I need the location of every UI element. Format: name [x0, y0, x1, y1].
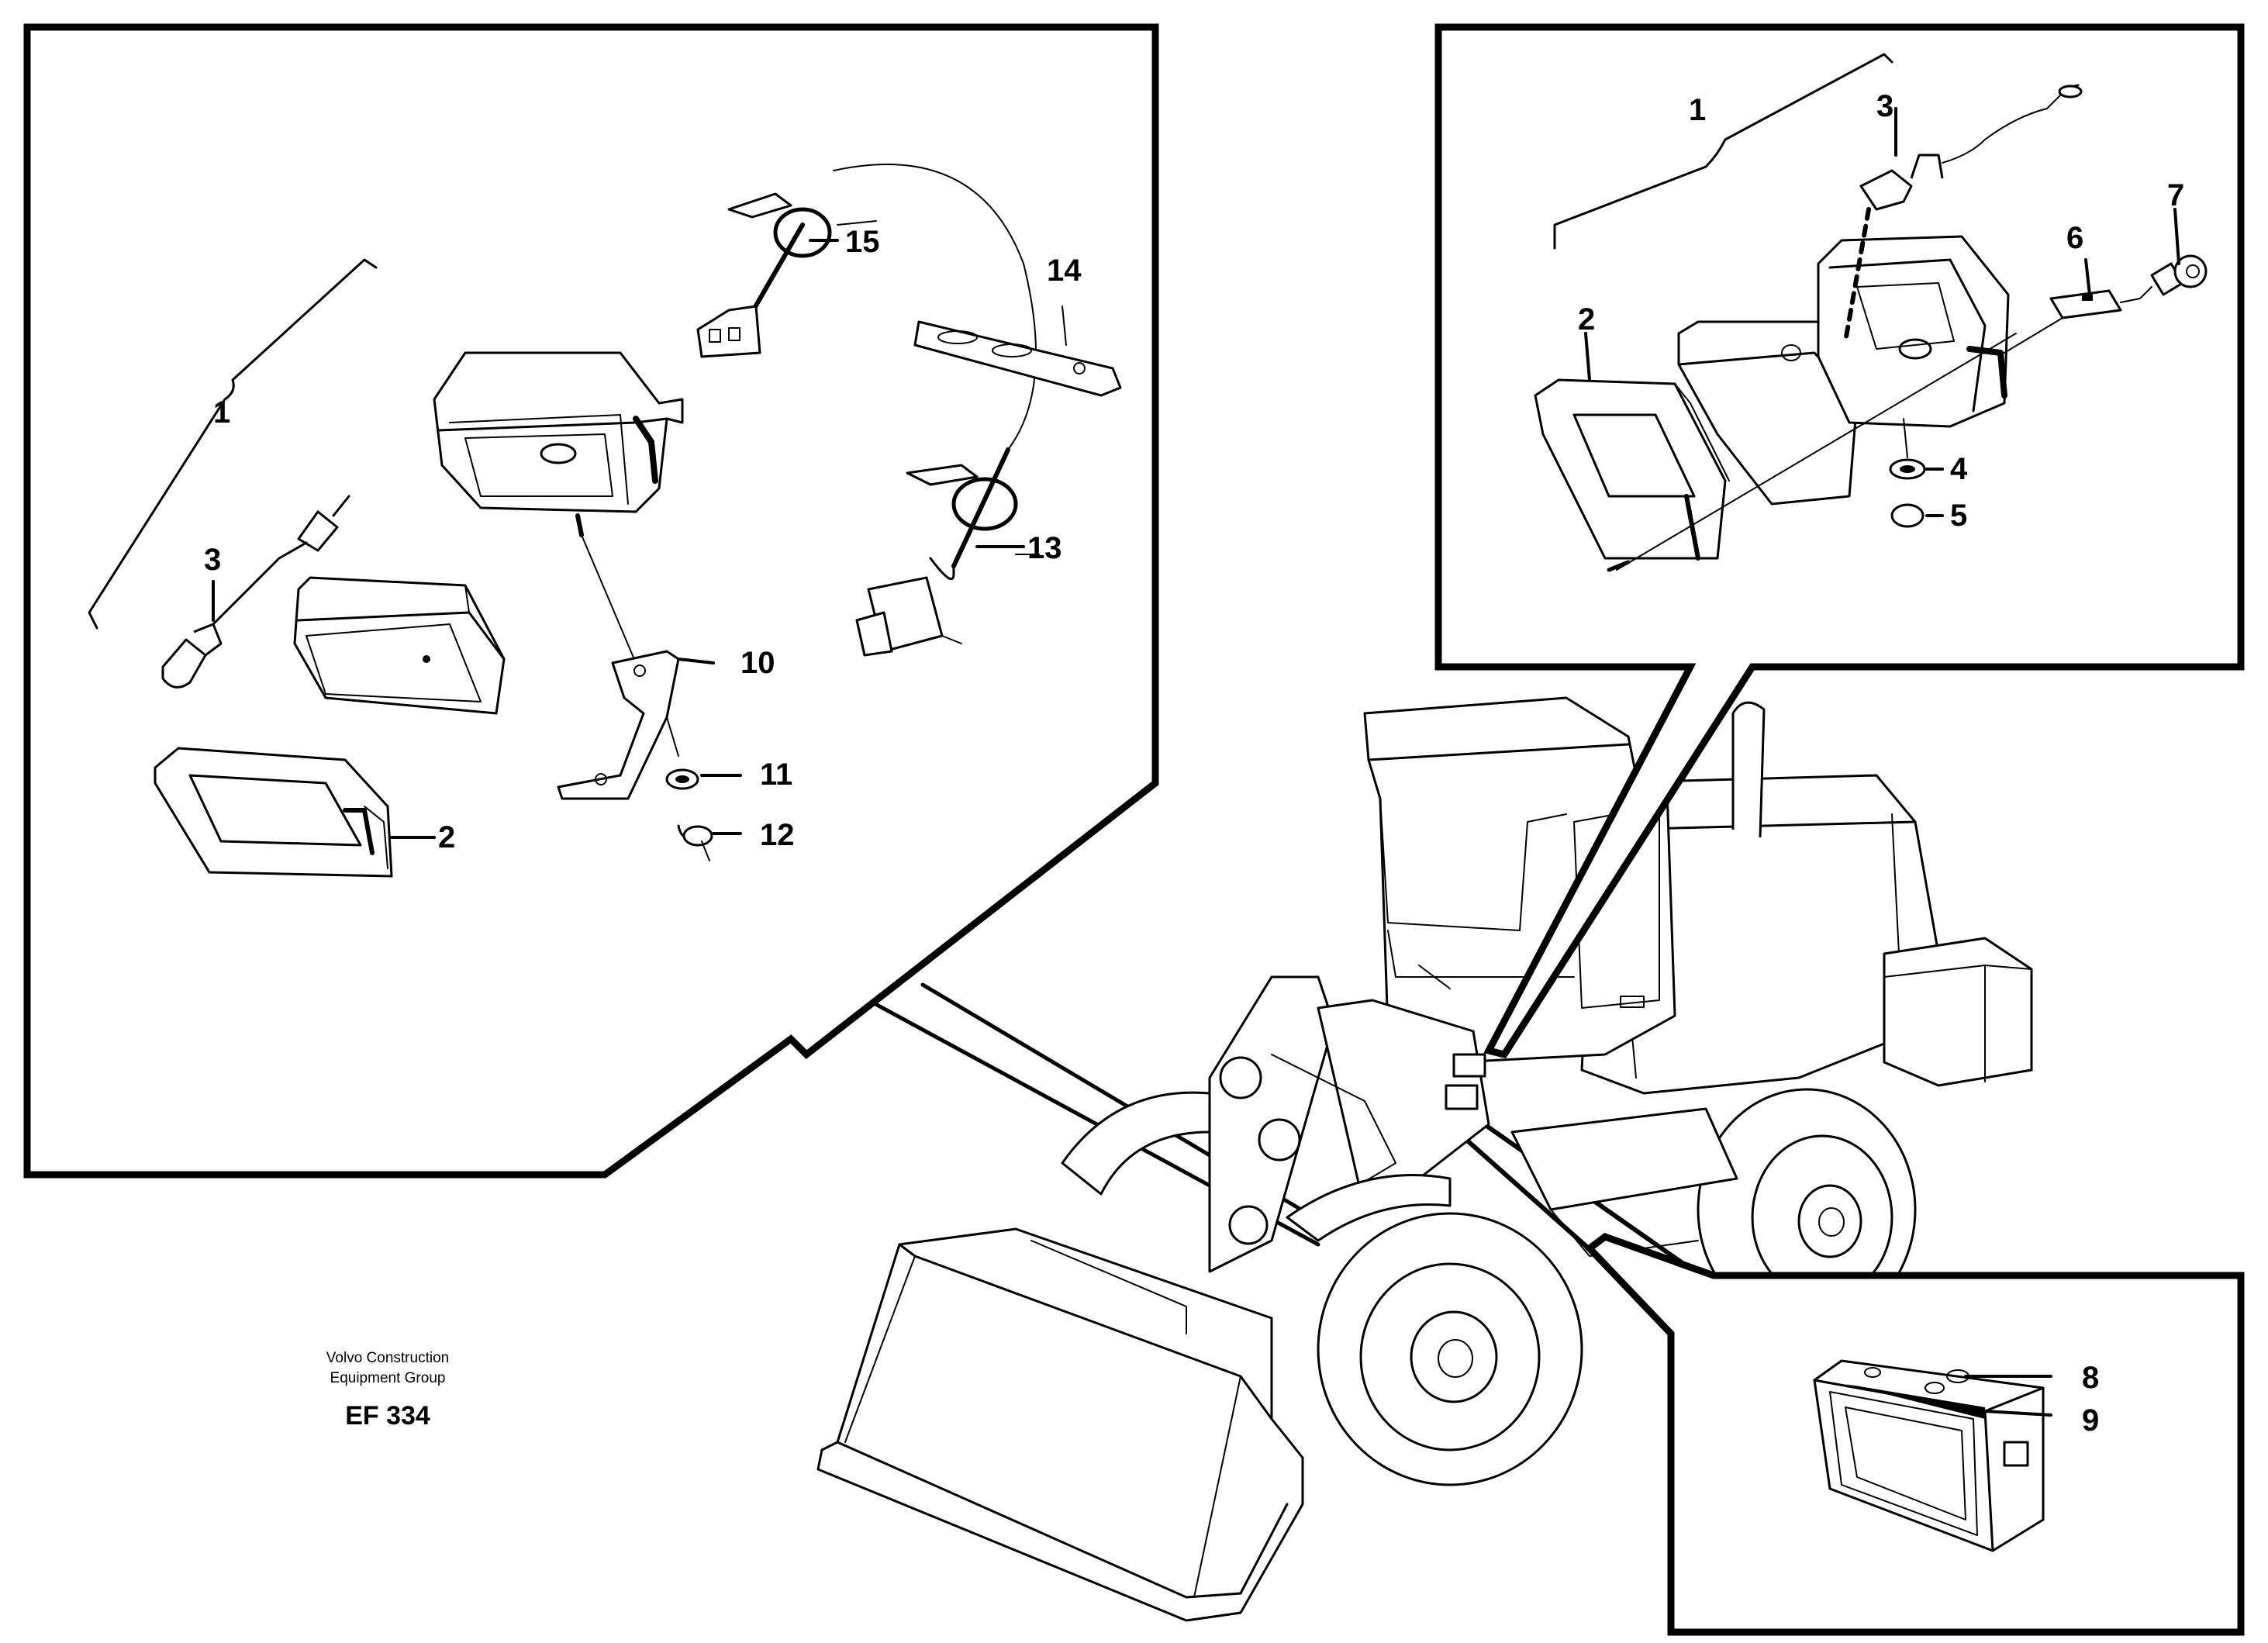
callout-4: 4: [1950, 452, 1968, 486]
assembly-bracket-1: [1553, 53, 1893, 250]
rim-part-2: [1534, 378, 1730, 561]
lamp-housing: [1817, 235, 2010, 428]
callout-10: 10: [740, 646, 775, 680]
connector-part-6: [2049, 286, 2152, 319]
figure-code: EF 334: [345, 1401, 430, 1431]
plate-part-14: [913, 305, 1122, 397]
callout-14: 14: [1047, 254, 1082, 288]
reflector-lamp: [1813, 1359, 2045, 1552]
callout-5: 5: [1950, 499, 1967, 533]
bottom-right-detail-panel: 8 9: [1584, 1232, 2245, 1636]
callout-1: 1: [213, 395, 230, 430]
lamp-lens: [293, 576, 506, 715]
nut-part-12: [682, 825, 713, 847]
callout-12: 12: [760, 818, 795, 852]
callout-1: 1: [1689, 93, 1706, 127]
bracket-part-10: [557, 650, 680, 800]
cable-part-15: [696, 164, 1037, 450]
connector-part-13: [855, 447, 1040, 657]
rim-part-2: [154, 747, 393, 878]
assembly-bracket-1: [88, 258, 378, 630]
bulb-part-3: [161, 495, 350, 689]
callout-9: 9: [2082, 1403, 2099, 1438]
left-detail-panel: 15 14 13 10 11 12 2 3 1: [23, 23, 1159, 1179]
callout-3: 3: [204, 543, 221, 577]
callout-2: 2: [1578, 302, 1595, 337]
credit-block: Volvo Construction Equipment Group EF 33…: [326, 1350, 449, 1431]
callout-15: 15: [845, 225, 880, 259]
callout-6: 6: [2066, 221, 2083, 255]
credit-line-2: Equipment Group: [330, 1370, 446, 1386]
callout-8: 8: [2082, 1361, 2099, 1395]
callout-7: 7: [2167, 178, 2184, 212]
bulb-part-3: [1843, 84, 2083, 343]
connector-part-7: [2150, 254, 2208, 296]
callout-3: 3: [1876, 89, 1893, 123]
lamp-housing: [433, 351, 684, 664]
callout-13: 13: [1027, 531, 1062, 565]
credit-line-1: Volvo Construction: [326, 1350, 449, 1366]
nut-part-5: [1890, 503, 1925, 528]
top-right-detail-panel: 1 3 7 6 2 4 5: [1434, 23, 2245, 1059]
callout-2: 2: [438, 820, 455, 854]
callout-11: 11: [760, 758, 792, 792]
